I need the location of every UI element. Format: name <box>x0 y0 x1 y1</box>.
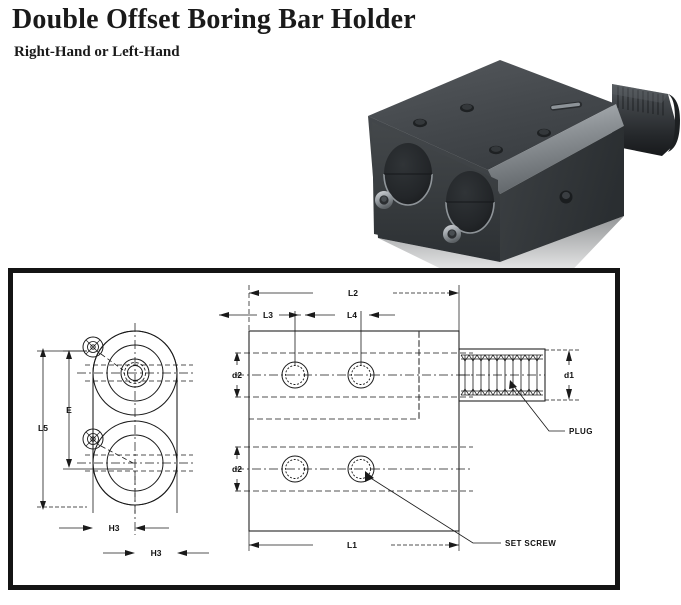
dimension-label-d2-lower: d2 <box>232 464 242 474</box>
page-subtitle: Right-Hand or Left-Hand <box>14 44 180 60</box>
bore-lower <box>445 171 495 234</box>
technical-drawing-frame: L5 E H3 H3 L2 L3 L4 L1 d2 d2 d1 PLUG SET… <box>8 268 620 590</box>
dimension-L3 <box>219 312 301 318</box>
callout-leader-set-screw <box>365 471 501 544</box>
dimension-H3-upper <box>59 525 169 531</box>
dimension-label-L3: L3 <box>263 310 273 320</box>
dimension-E <box>63 350 133 470</box>
dimension-H3-lower <box>103 550 209 556</box>
dimension-L2 <box>249 290 459 296</box>
dimension-label-L1: L1 <box>347 540 357 550</box>
bore-upper <box>383 143 433 206</box>
dimension-d2-lower <box>234 446 240 492</box>
top-view-geometry <box>235 285 473 532</box>
shank-serrated <box>612 84 680 156</box>
dimension-label-d1: d1 <box>564 370 574 380</box>
dimension-d2-upper <box>234 352 240 398</box>
dimension-label-E: E <box>66 405 72 415</box>
page-title: Double Offset Boring Bar Holder <box>12 4 416 35</box>
callout-label-set-screw: SET SCREW <box>505 539 556 548</box>
callout-label-plug: PLUG <box>569 427 593 436</box>
dimension-d1 <box>545 349 579 401</box>
set-screw-lower <box>443 225 461 243</box>
set-screw-upper <box>375 191 393 209</box>
photo-reflection <box>378 216 624 283</box>
product-photo <box>350 48 681 283</box>
body-bevel <box>488 104 624 194</box>
callout-leader-plug <box>509 380 565 432</box>
dimension-label-H3-lower: H3 <box>151 548 162 558</box>
side-coolant-hole <box>559 190 573 204</box>
dimension-label-L2: L2 <box>348 288 358 298</box>
dimension-label-H3-upper: H3 <box>109 523 120 533</box>
dimension-label-L5: L5 <box>38 423 48 433</box>
dimension-L4 <box>305 312 395 318</box>
dimension-label-L4: L4 <box>347 310 357 320</box>
body-top-face <box>368 60 616 170</box>
threaded-shank-top-view <box>458 348 546 402</box>
top-mounting-holes <box>413 101 583 155</box>
dimension-L5 <box>37 348 87 510</box>
front-view-geometry <box>77 323 193 535</box>
dimension-label-d2-upper: d2 <box>232 370 242 380</box>
